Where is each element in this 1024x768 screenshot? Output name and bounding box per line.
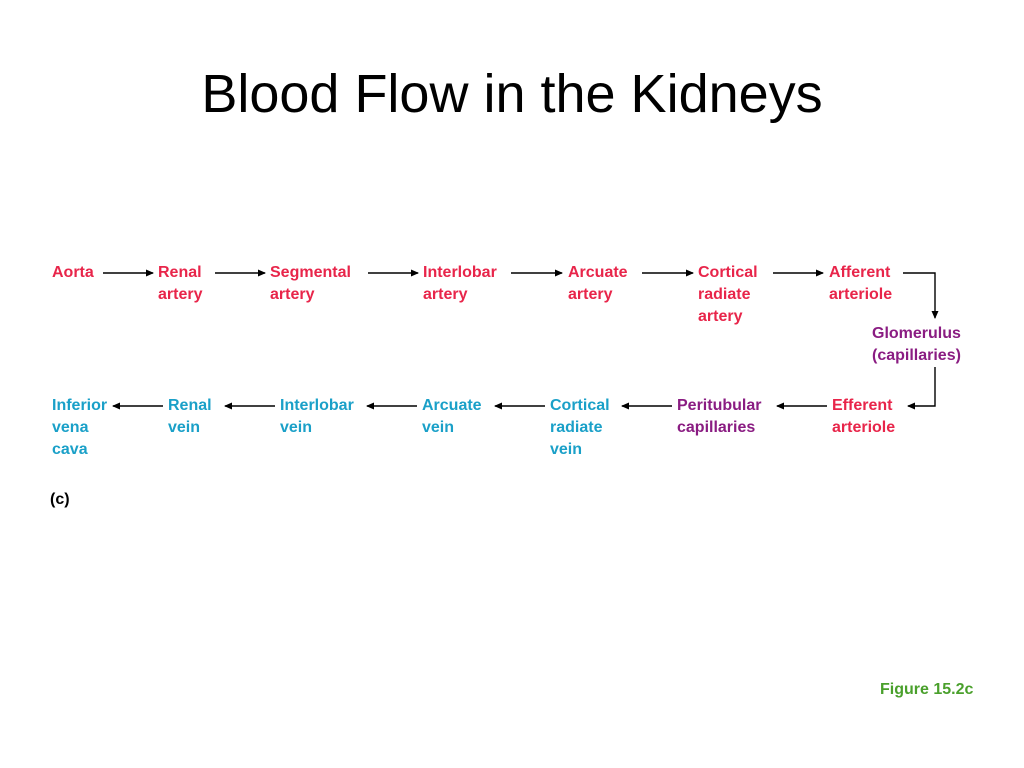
node-label: artery	[158, 286, 203, 303]
node-interlobar-vein: Interlobar vein	[280, 395, 354, 439]
figure-caption: Figure 15.2c	[880, 681, 974, 698]
node-label: vein	[168, 419, 201, 436]
node-label: Arcuate	[568, 264, 628, 281]
node-label: Glomerulus	[872, 325, 961, 342]
node-efferent-arteriole: Efferent arteriole	[832, 395, 895, 439]
node-label: cava	[52, 441, 88, 458]
arrow-afferent-to-glomerulus	[903, 272, 939, 319]
arrow-glomerulus-to-efferent	[907, 367, 936, 410]
panel-label: (c)	[50, 491, 70, 508]
node-label: Renal	[168, 397, 212, 414]
node-label: Aorta	[52, 264, 94, 281]
node-label: (capillaries)	[872, 347, 961, 364]
slide-title: Blood Flow in the Kidneys	[201, 64, 823, 124]
node-segmental-artery: Segmental artery	[270, 262, 351, 306]
node-label: artery	[423, 286, 468, 303]
node-label: arteriole	[832, 419, 896, 436]
node-label: Inferior	[52, 397, 108, 414]
node-label: arteriole	[829, 286, 893, 303]
node-label: Interlobar	[280, 397, 354, 414]
node-glomerulus: Glomerulus (capillaries)	[872, 323, 961, 367]
node-afferent-arteriole: Afferent arteriole	[829, 262, 892, 306]
node-label: artery	[568, 286, 613, 303]
node-label: Interlobar	[423, 264, 497, 281]
node-label: vein	[422, 419, 455, 436]
node-label: Efferent	[832, 397, 893, 414]
node-label: capillaries	[677, 419, 756, 436]
node-renal-vein: Renal vein	[168, 395, 212, 439]
node-arcuate-vein: Arcuate vein	[422, 395, 482, 439]
node-label: Arcuate	[422, 397, 482, 414]
node-label: artery	[698, 308, 743, 325]
node-cortical-radiate-vein: Cortical radiate vein	[550, 395, 610, 461]
node-label: Afferent	[829, 264, 891, 281]
node-label: artery	[270, 286, 315, 303]
node-arcuate-artery: Arcuate artery	[568, 262, 628, 306]
node-label: radiate	[698, 286, 751, 303]
node-label: Cortical	[550, 397, 610, 414]
node-peritubular-capillaries: Peritubular capillaries	[677, 395, 761, 439]
node-label: Segmental	[270, 264, 351, 281]
node-label: vena	[52, 419, 89, 436]
node-label: Cortical	[698, 264, 758, 281]
node-label: radiate	[550, 419, 603, 436]
node-cortical-radiate-artery: Cortical radiate artery	[698, 262, 758, 328]
node-label: vein	[280, 419, 313, 436]
node-label: vein	[550, 441, 583, 458]
node-renal-artery: Renal artery	[158, 262, 202, 306]
node-label: Renal	[158, 264, 202, 281]
node-label: Peritubular	[677, 397, 762, 414]
node-interlobar-artery: Interlobar artery	[423, 262, 497, 306]
node-inferior-vena-cava: Inferior vena cava	[52, 395, 107, 461]
node-aorta: Aorta	[52, 262, 94, 284]
